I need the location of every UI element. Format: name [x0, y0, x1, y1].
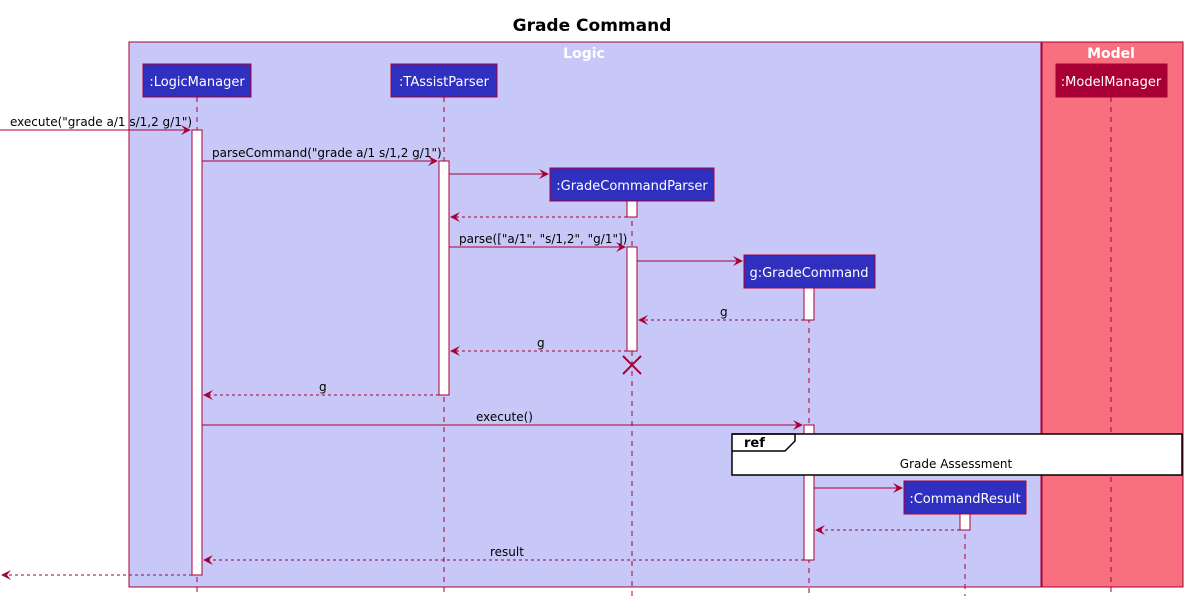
participant-command-result-label: :CommandResult: [909, 492, 1020, 507]
activation-logic-manager: [191, 129, 203, 576]
message-parse-command-label: parseCommand("grade a/1 s/1,2 g/1"): [212, 146, 442, 160]
ref-frame-label: Grade Assessment: [900, 457, 1013, 471]
activation-grade-command-create: [803, 287, 815, 321]
return-g-to-logic-manager-label: g: [319, 380, 327, 394]
participant-command-result: [903, 480, 1027, 515]
participant-model-manager-label: :ModelManager: [1061, 75, 1162, 90]
ref-frame-tab: [732, 433, 796, 452]
participant-grade-command: [743, 254, 876, 289]
participant-logic-manager-label: :LogicManager: [149, 75, 245, 90]
message-execute-grade-label: execute("grade a/1 s/1,2 g/1"): [10, 115, 192, 129]
participant-grade-command-parser-label: :GradeCommandParser: [556, 179, 708, 194]
activation-grade-command-parser-create: [626, 200, 638, 218]
ref-frame: [731, 433, 1183, 476]
activation-command-result: [959, 513, 971, 531]
activation-tassist-parser: [438, 160, 450, 396]
participant-model-manager: [1055, 63, 1168, 98]
return-g-from-parser-label: g: [537, 336, 545, 350]
activation-grade-command-execute: [803, 424, 815, 561]
participant-logic-manager: [142, 63, 252, 98]
logic-box: [128, 41, 1042, 588]
ref-frame-tag: ref: [744, 436, 765, 451]
participant-tassist-parser-label: :TAssistParser: [399, 75, 490, 90]
destroy-marker: [622, 355, 642, 375]
participant-grade-command-label: g:GradeCommand: [749, 266, 868, 281]
model-box-title: Model: [1087, 46, 1135, 62]
message-execute-label: execute(): [476, 410, 533, 424]
message-parse-args-label: parse(["a/1", "s/1,2", "g/1"]): [459, 232, 627, 246]
participant-tassist-parser: [390, 63, 498, 98]
return-result-label: result: [490, 545, 524, 559]
participant-grade-command-parser: [549, 167, 715, 202]
return-g-from-grade-command-label: g: [720, 305, 728, 319]
activation-grade-command-parser-parse: [626, 246, 638, 352]
model-box: [1041, 41, 1184, 588]
diagram-title: Grade Command: [513, 16, 672, 36]
logic-box-title: Logic: [563, 46, 605, 62]
